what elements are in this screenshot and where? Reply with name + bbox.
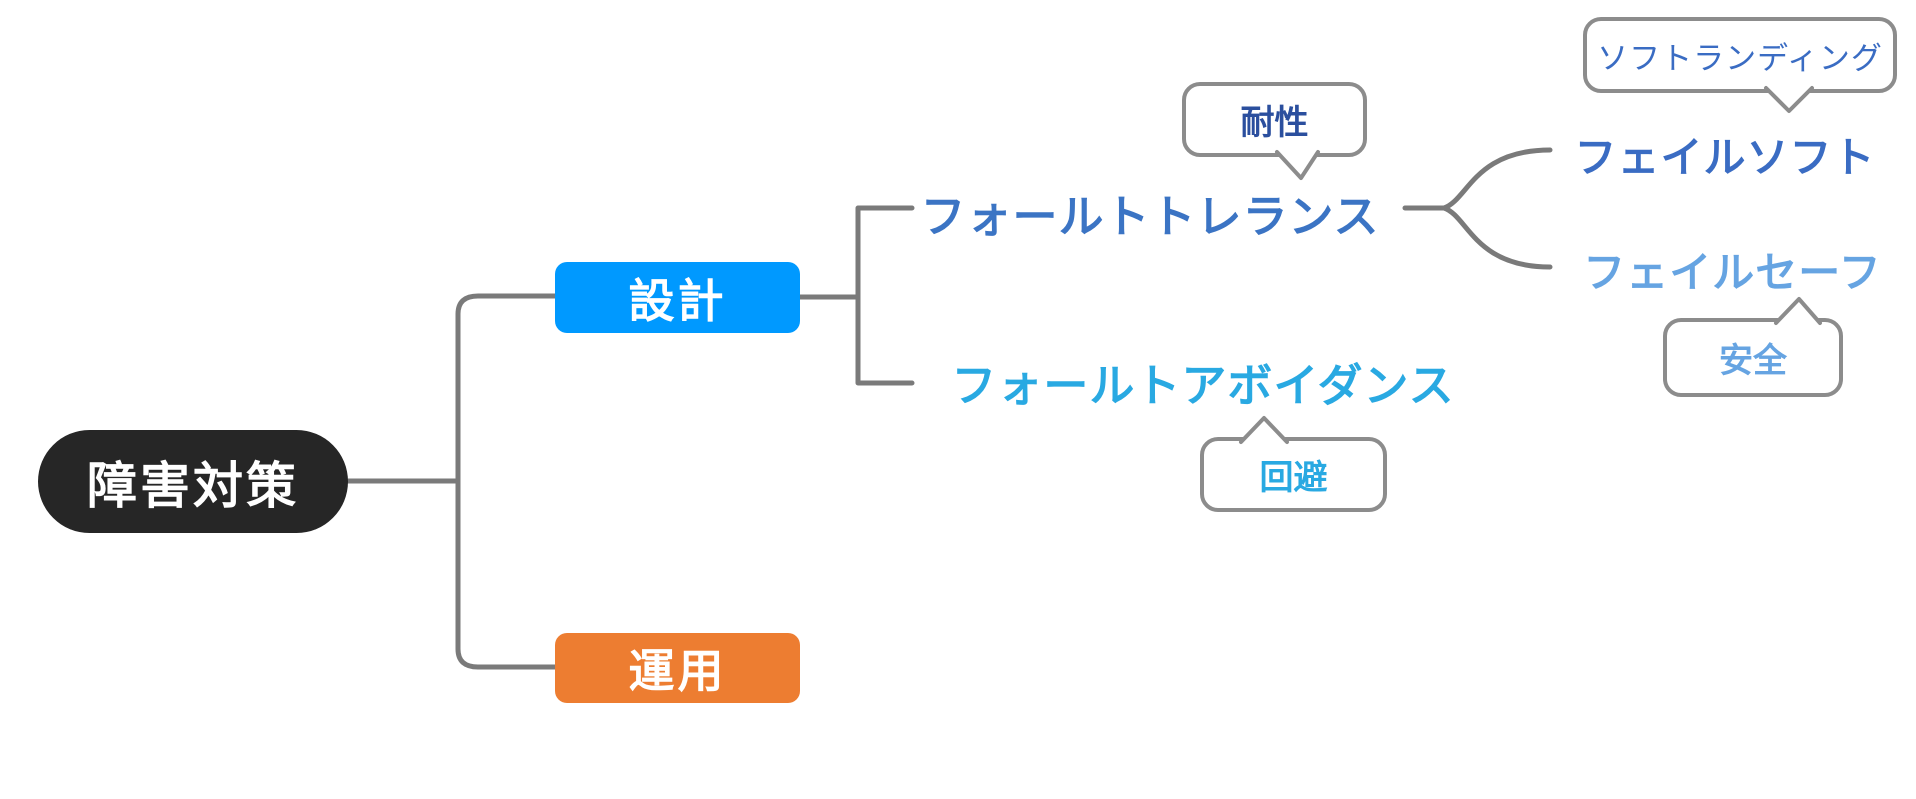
callout-tolerance-label: 耐性 <box>1240 103 1309 143</box>
callout-tolerance[interactable]: 耐性 <box>1182 82 1367 157</box>
topic-design-label: 設計 <box>628 273 727 328</box>
topic-root[interactable]: 障害対策 <box>38 430 348 533</box>
callout-fail-safe-label: 安全 <box>1719 341 1787 381</box>
topic-fault-tolerance[interactable]: フォールトトレランス <box>920 182 1378 243</box>
connector-tolerance-failsafe <box>1441 205 1553 270</box>
callout-avoidance-label: 回避 <box>1259 458 1328 498</box>
topic-operation[interactable]: 運用 <box>555 633 800 703</box>
topic-fail-soft[interactable]: フェイルソフト <box>1575 125 1875 183</box>
connector-design-children-bracket <box>855 205 915 386</box>
topic-fail-soft-label: フェイルソフト <box>1574 132 1876 182</box>
connector-trunk-design-operation <box>455 293 560 670</box>
topic-fail-safe-label: フェイルセーフ <box>1583 247 1882 297</box>
topic-fault-avoidance[interactable]: フォールトアボイダンス <box>948 351 1458 412</box>
connector-tolerance-failsoft <box>1441 147 1553 211</box>
topic-root-label: 障害対策 <box>87 456 299 515</box>
callout-fail-safe[interactable]: 安全 <box>1663 318 1843 397</box>
callout-fail-soft-label: ソフトランディング <box>1597 40 1883 77</box>
topic-fault-avoidance-label: フォールトアボイダンス <box>951 358 1455 412</box>
callout-fail-soft[interactable]: ソフトランディング <box>1583 17 1897 93</box>
callout-avoidance[interactable]: 回避 <box>1200 437 1387 512</box>
topic-fail-safe[interactable]: フェイルセーフ <box>1580 240 1885 298</box>
topic-operation-label: 運用 <box>628 644 727 698</box>
topic-design[interactable]: 設計 <box>555 262 800 333</box>
topic-fault-tolerance-label: フォールトトレランス <box>920 189 1380 243</box>
